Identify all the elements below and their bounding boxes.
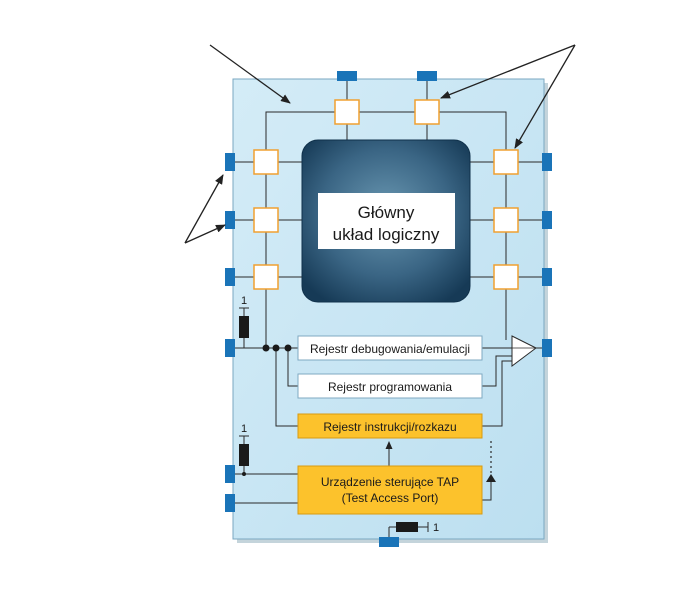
programming-register — [297, 373, 483, 399]
pullup-label-top: 1 — [241, 295, 247, 307]
pin-bottom-trst — [379, 537, 399, 547]
core-logic-label-line2: układ logiczny — [333, 225, 440, 244]
pullup-resistor-trst — [396, 522, 418, 532]
pin-top-right — [417, 71, 437, 81]
programming-register-label: Rejestr programowania — [328, 380, 452, 394]
boundary-cell-top-2 — [414, 99, 440, 125]
pins — [225, 71, 552, 547]
boundary-cell-left-3 — [253, 264, 279, 290]
instruction-register-label: Rejestr instrukcji/rozkazu — [323, 420, 456, 434]
pullup-label-bottom: 1 — [433, 522, 439, 534]
debug-register-label: Rejestr debugowania/emulacji — [310, 342, 470, 356]
boundary-cell-right-2 — [493, 207, 519, 233]
tap-controller-label-line2: (Test Access Port) — [342, 491, 439, 505]
pin-right-tdo — [542, 339, 552, 357]
arrow-to-left-pin-1 — [184, 174, 224, 244]
boundary-scan-cells — [253, 99, 519, 290]
pullup-label-middle: 1 — [241, 423, 247, 435]
tap-output-arrow — [486, 474, 496, 482]
external-arrows — [184, 44, 576, 244]
junctions — [242, 344, 292, 476]
pin-top-left — [337, 71, 357, 81]
debug-register — [297, 335, 483, 361]
pin-right-1 — [542, 153, 552, 171]
arrow-to-left-pin-2 — [184, 224, 226, 244]
core-logic-label-box — [318, 193, 455, 249]
pin-left-3 — [225, 268, 235, 286]
instruction-register — [297, 413, 483, 439]
pullup-resistor-tdi — [239, 316, 249, 338]
pin-right-2 — [542, 211, 552, 229]
pin-left-2 — [225, 211, 235, 229]
pin-left-tck — [225, 494, 235, 512]
boundary-cell-left-2 — [253, 207, 279, 233]
tap-controller — [297, 465, 483, 515]
pullup-resistor-tms — [239, 444, 249, 466]
boundary-cell-right-3 — [493, 264, 519, 290]
pin-left-tms — [225, 465, 235, 483]
pin-right-3 — [542, 268, 552, 286]
pin-left-tdi — [225, 339, 235, 357]
arrow-to-top-cell — [440, 44, 576, 99]
pin-left-1 — [225, 153, 235, 171]
tap-controller-label-line1: Urządzenie sterujące TAP — [321, 475, 459, 489]
boundary-cell-left-1 — [253, 149, 279, 175]
boundary-cell-right-1 — [493, 149, 519, 175]
core-logic-label-line1: Główny — [358, 203, 415, 222]
arrow-to-scan-chain — [209, 44, 291, 104]
boundary-cell-top-1 — [334, 99, 360, 125]
output-multiplexer — [511, 335, 537, 367]
arrow-to-right-cell — [514, 44, 576, 149]
